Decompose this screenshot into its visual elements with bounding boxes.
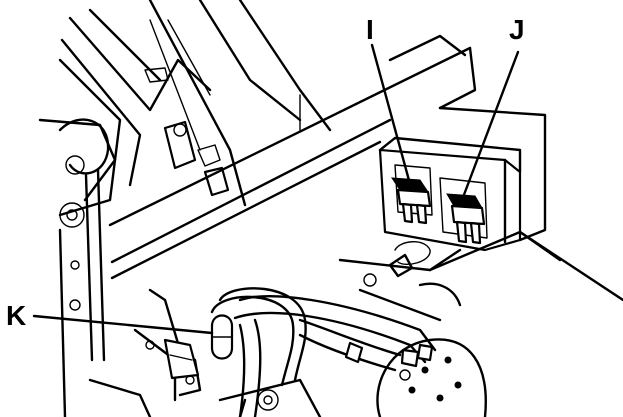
leader-lines	[32, 43, 520, 335]
callout-label-i: I	[366, 14, 374, 45]
pulley-disc	[376, 338, 487, 417]
diagonal-beam	[108, 34, 477, 280]
callout-label-j: J	[509, 14, 525, 45]
connector-k-icon	[210, 314, 234, 360]
left-frame	[38, 0, 332, 417]
right-cover	[338, 230, 623, 307]
callout-label-k: K	[6, 300, 27, 331]
leader-line-i	[370, 43, 412, 186]
wire-harness	[210, 287, 442, 417]
leader-line-k	[32, 314, 214, 335]
fuse-j-icon	[446, 193, 486, 245]
leader-line-j	[460, 50, 520, 202]
fuse-i-icon	[391, 177, 432, 225]
bolt-hardware	[144, 67, 230, 197]
bottom-bracket	[88, 288, 322, 417]
